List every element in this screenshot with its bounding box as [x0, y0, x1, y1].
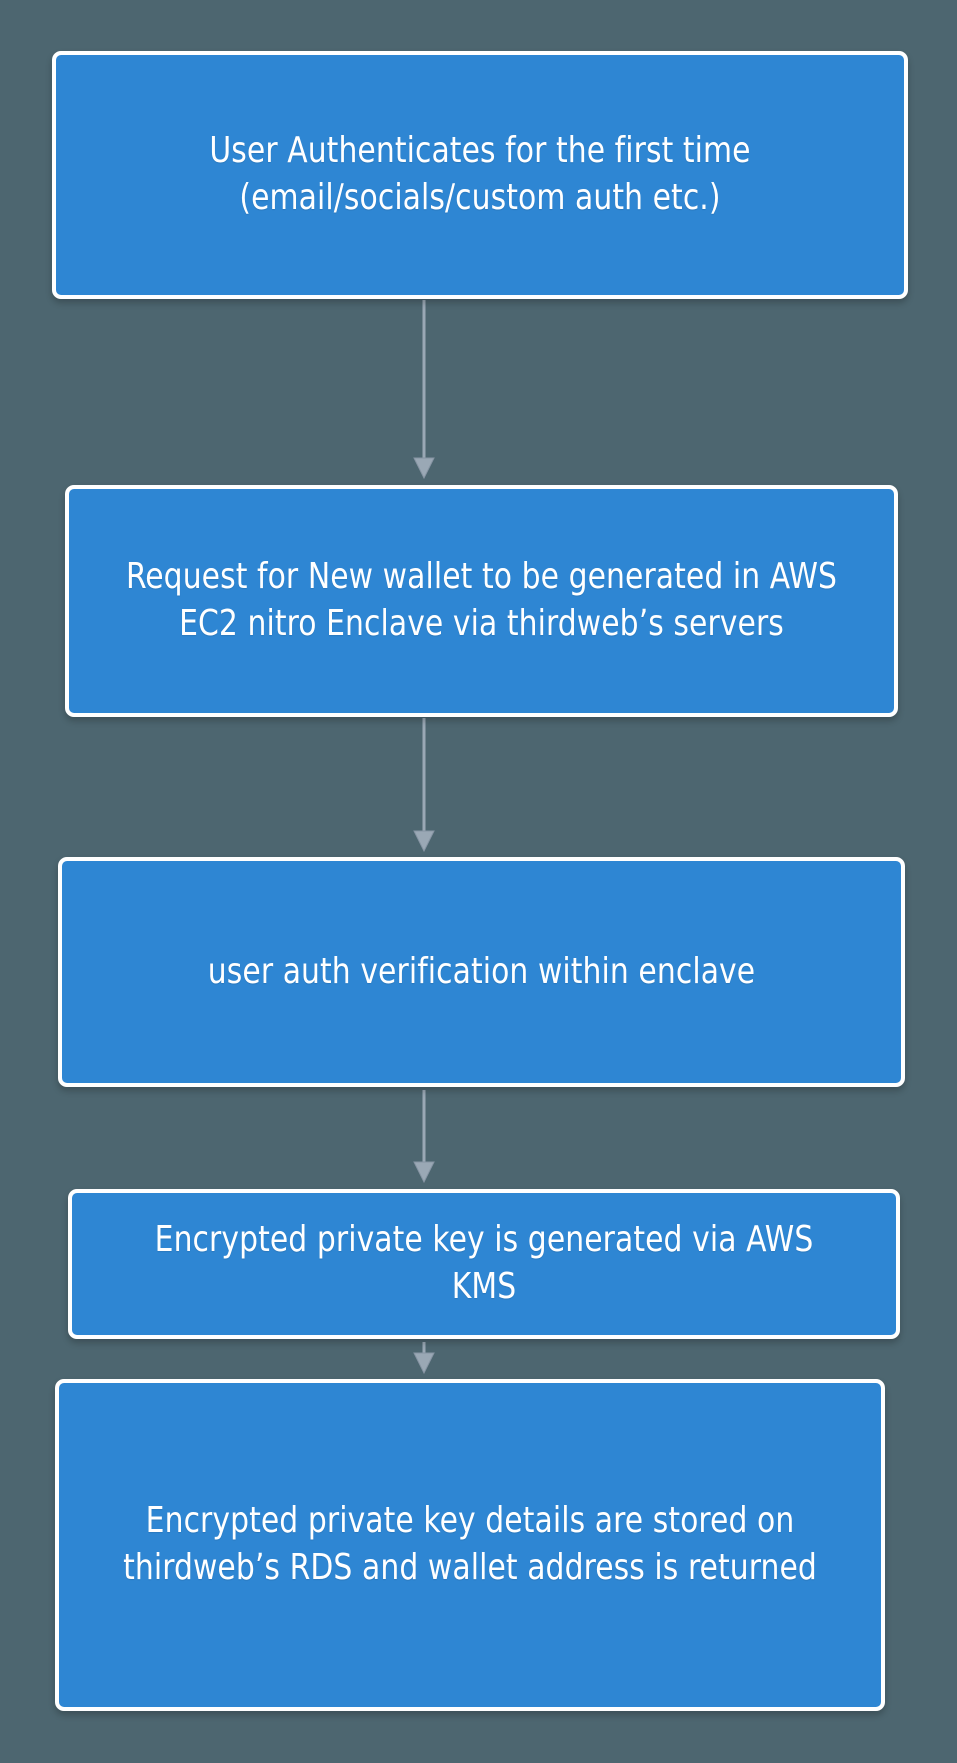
edge-node1-node2 [413, 300, 435, 480]
flow-node-label: Encrypted private key is generated via A… [154, 1219, 814, 1307]
flow-node-label: Request for New wallet to be generated i… [125, 556, 838, 644]
flow-node-encrypted-key-generated[interactable]: Encrypted private key is generated via A… [68, 1189, 900, 1339]
flow-node-label: Encrypted private key details are stored… [123, 1500, 817, 1588]
flow-node-request-new-wallet[interactable]: Request for New wallet to be generated i… [65, 485, 898, 717]
edge-node2-node3 [413, 718, 435, 853]
flow-node-label: User Authenticates for the first time (e… [209, 130, 751, 218]
edge-node4-node5 [413, 1342, 435, 1375]
flow-node-label: user auth verification within enclave [207, 950, 756, 992]
flow-node-key-stored-address-returned[interactable]: Encrypted private key details are stored… [55, 1379, 885, 1711]
edge-node3-node4 [413, 1090, 435, 1184]
flow-node-user-authenticates[interactable]: User Authenticates for the first time (e… [52, 51, 908, 299]
flow-node-user-auth-verification[interactable]: user auth verification within enclave [58, 857, 905, 1087]
